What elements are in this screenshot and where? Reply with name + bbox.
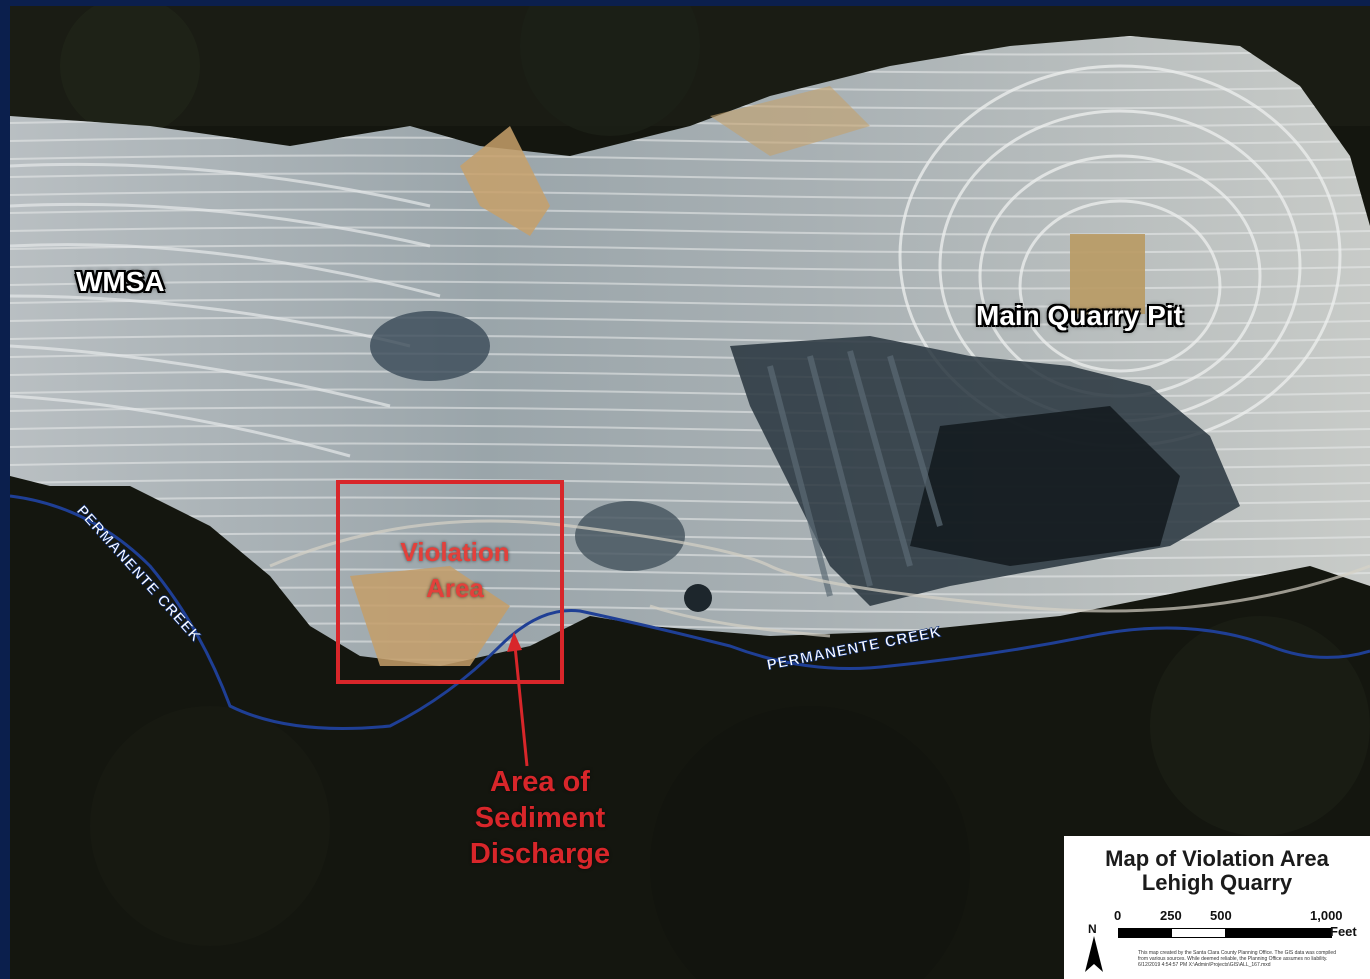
sediment-arrow [513,645,529,767]
main-quarry-pit-label: Main Quarry Pit [976,300,1183,331]
scale-tick-0: 0 [1114,908,1122,923]
legend-subtitle: Lehigh Quarry [1141,870,1293,895]
sediment-line2: Sediment [474,802,606,834]
north-arrow-icon [1085,936,1103,972]
map-legend: Map of Violation Area Lehigh Quarry 0 25… [1064,836,1370,979]
violation-area-line1: Violation [400,537,510,567]
scale-unit: Feet [1330,924,1357,939]
wmsa-label: WMSA [76,266,165,297]
aerial-imagery: PERMANENTE CREEK PERMANENTE CREEK [10,6,1370,979]
sediment-discharge-label: Area of Sediment Discharge [450,764,630,872]
aerial-map: PERMANENTE CREEK PERMANENTE CREEK [10,6,1370,979]
scale-tick-500: 500 [1210,908,1232,923]
legend-title: Map of Violation Area [1105,846,1329,871]
sediment-line1: Area of [490,766,590,798]
legend-disclaimer: This map created by the Santa Clara Coun… [1138,950,1336,968]
violation-area-line2: Area [426,573,484,603]
violation-area-label: Violation Area [360,534,550,606]
violation-area-box [336,480,564,684]
scale-bar [1118,928,1332,938]
sediment-line3: Discharge [469,838,611,870]
scale-tick-250: 250 [1160,908,1182,923]
sediment-arrow-head [507,632,522,652]
north-label: N [1088,922,1097,936]
scale-tick-1000: 1,000 [1310,908,1343,923]
